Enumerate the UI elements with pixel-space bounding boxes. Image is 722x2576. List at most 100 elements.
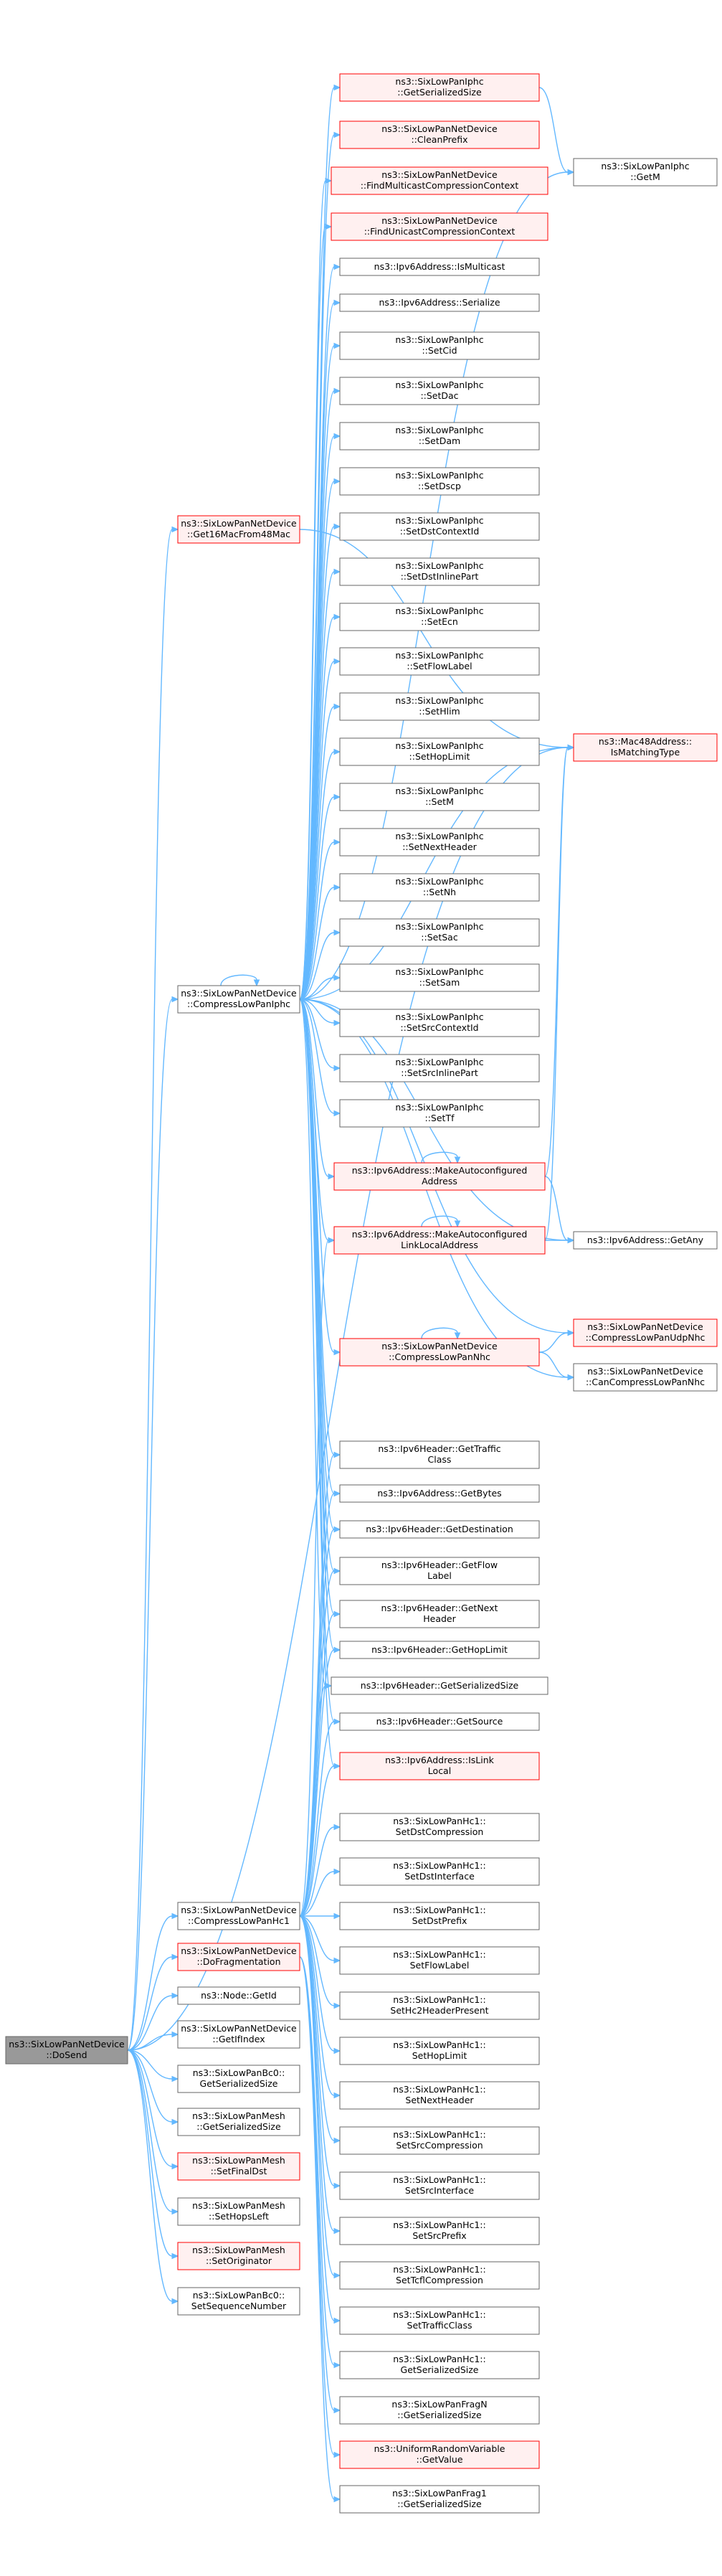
- function-node-sethlim[interactable]: ns3::SixLowPanIphc::SetHlim: [339, 692, 540, 721]
- node-label: ns3::SixLowPanIphc: [395, 876, 483, 887]
- function-node-getdest[interactable]: ns3::Ipv6Header::GetDestination: [339, 1520, 540, 1539]
- call-edge: [127, 1953, 179, 2051]
- function-node-urvgetvalue[interactable]: ns3::UniformRandomVariable::GetValue: [339, 2440, 540, 2469]
- function-node-hc1settraffic[interactable]: ns3::SixLowPanHc1::SetTrafficClass: [339, 2306, 540, 2335]
- function-node-setsam[interactable]: ns3::SixLowPanIphc::SetSam: [339, 963, 540, 992]
- function-node-setflowlabel[interactable]: ns3::SixLowPanIphc::SetFlowLabel: [339, 647, 540, 676]
- function-node-clnhc[interactable]: ns3::SixLowPanNetDevice::CompressLowPanN…: [339, 1338, 540, 1367]
- function-node-getifindex[interactable]: ns3::SixLowPanNetDevice::GetIfIndex: [177, 2020, 300, 2049]
- edge-arrowhead: [333, 2002, 341, 2009]
- node-label: ::SetDam: [419, 435, 460, 446]
- function-node-cancompress[interactable]: ns3::SixLowPanNetDevice::CanCompressLowP…: [573, 1363, 718, 1392]
- function-node-getsersize[interactable]: ns3::Ipv6Header::GetSerializedSize: [331, 1676, 548, 1695]
- node-box: [339, 2351, 540, 2379]
- edge-arrowhead: [333, 929, 341, 936]
- node-label: ns3::Ipv6Header::GetFlow: [381, 1560, 498, 1570]
- call-edge: [299, 793, 341, 1000]
- function-node-setdstctx[interactable]: ns3::SixLowPanIphc::SetDstContextId: [339, 512, 540, 541]
- function-node-dosend[interactable]: ns3::SixLowPanNetDevice::DoSend: [5, 2036, 128, 2065]
- function-node-meshsize[interactable]: ns3::SixLowPanMesh::GetSerializedSize: [177, 2108, 300, 2136]
- function-node-nodegetid[interactable]: ns3::Node::GetId: [177, 1986, 300, 2005]
- function-node-hc1sethc2[interactable]: ns3::SixLowPanHc1::SetHc2HeaderPresent: [339, 1991, 540, 2020]
- node-label: SetSequenceNumber: [191, 2301, 287, 2311]
- function-node-setsrcinline[interactable]: ns3::SixLowPanIphc::SetSrcInlinePart: [339, 1054, 540, 1082]
- function-node-setseqnum[interactable]: ns3::SixLowPanBc0::SetSequenceNumber: [177, 2287, 300, 2316]
- call-edge: [299, 1915, 341, 2054]
- function-node-getbytes[interactable]: ns3::Ipv6Address::GetBytes: [339, 1484, 540, 1503]
- function-node-sethoplimit[interactable]: ns3::SixLowPanIphc::SetHopLimit: [339, 737, 540, 766]
- node-label: ::GetIfIndex: [212, 2034, 265, 2044]
- function-node-findmulti[interactable]: ns3::SixLowPanNetDevice::FindMulticastCo…: [331, 166, 548, 195]
- function-node-getsource[interactable]: ns3::Ipv6Header::GetSource: [339, 1712, 540, 1731]
- function-node-hc1sethop[interactable]: ns3::SixLowPanHc1::SetHopLimit: [339, 2037, 540, 2065]
- edge-arrowhead: [333, 1110, 341, 1117]
- function-node-clhc1[interactable]: ns3::SixLowPanNetDevice::CompressLowPanH…: [177, 1902, 300, 1930]
- function-node-getm[interactable]: ns3::SixLowPanIphc::GetM: [573, 158, 718, 187]
- function-node-setfinaldst[interactable]: ns3::SixLowPanMesh::SetFinalDst: [177, 2152, 300, 2181]
- function-node-hc1setsrcif[interactable]: ns3::SixLowPanHc1::SetSrcInterface: [339, 2171, 540, 2200]
- function-node-getany[interactable]: ns3::Ipv6Address::GetAny: [573, 1231, 718, 1250]
- function-node-setsrcctx[interactable]: ns3::SixLowPanIphc::SetSrcContextId: [339, 1009, 540, 1037]
- function-node-hc1setdstcomp[interactable]: ns3::SixLowPanHc1::SetDstCompression: [339, 1813, 540, 1841]
- function-node-frag1size[interactable]: ns3::SixLowPanFrag1::GetSerializedSize: [339, 2485, 540, 2514]
- function-node-makeautoll[interactable]: ns3::Ipv6Address::MakeAutoconfiguredLink…: [333, 1226, 546, 1255]
- function-node-setdam[interactable]: ns3::SixLowPanIphc::SetDam: [339, 422, 540, 450]
- function-node-dofrag[interactable]: ns3::SixLowPanNetDevice::DoFragmentation: [177, 1943, 300, 1971]
- function-node-setsac[interactable]: ns3::SixLowPanIphc::SetSac: [339, 918, 540, 947]
- function-node-makeauto[interactable]: ns3::Ipv6Address::MakeAutoconfiguredAddr…: [333, 1162, 546, 1191]
- node-label: ns3::SixLowPanIphc: [395, 334, 483, 345]
- function-node-settf[interactable]: ns3::SixLowPanIphc::SetTf: [339, 1099, 540, 1128]
- function-node-setdac[interactable]: ns3::SixLowPanIphc::SetDac: [339, 377, 540, 405]
- node-label: Address: [422, 1176, 457, 1186]
- node-box: [5, 2036, 128, 2065]
- function-node-hc1setsrccomp[interactable]: ns3::SixLowPanHc1::SetSrcCompression: [339, 2126, 540, 2155]
- node-label: ns3::SixLowPanFragN: [391, 2399, 487, 2410]
- function-node-bc0size[interactable]: ns3::SixLowPanBc0::GetSerializedSize: [177, 2065, 300, 2093]
- function-node-get16[interactable]: ns3::SixLowPanNetDevice::Get16MacFrom48M…: [177, 515, 300, 544]
- function-node-hc1settcl[interactable]: ns3::SixLowPanHc1::SetTcflCompression: [339, 2261, 540, 2290]
- function-node-hc1setflow[interactable]: ns3::SixLowPanHc1::SetFlowLabel: [339, 1946, 540, 1975]
- function-node-setm[interactable]: ns3::SixLowPanIphc::SetM: [339, 783, 540, 811]
- node-label: ns3::SixLowPanNetDevice: [181, 518, 297, 529]
- call-edge: [299, 1915, 341, 2009]
- call-edge: [299, 223, 333, 1000]
- node-label: Header: [423, 1613, 456, 1624]
- function-node-finduni[interactable]: ns3::SixLowPanNetDevice::FindUnicastComp…: [331, 212, 548, 241]
- edge-line: [299, 932, 335, 1000]
- function-node-setnh[interactable]: ns3::SixLowPanIphc::SetNh: [339, 873, 540, 902]
- function-node-cleanprefix[interactable]: ns3::SixLowPanNetDevice::CleanPrefix: [339, 121, 540, 149]
- function-node-cliphc[interactable]: ns3::SixLowPanNetDevice::CompressLowPanI…: [177, 985, 300, 1014]
- function-node-hc1setdstpre[interactable]: ns3::SixLowPanHc1::SetDstPrefix: [339, 1902, 540, 1930]
- call-edge: [421, 1151, 461, 1164]
- node-label: ns3::SixLowPanMesh: [192, 2245, 285, 2255]
- function-node-hc1setnext[interactable]: ns3::SixLowPanHc1::SetNextHeader: [339, 2081, 540, 2110]
- function-node-cludpnhc[interactable]: ns3::SixLowPanNetDevice::CompressLowPanU…: [573, 1318, 718, 1347]
- function-node-setoriginator[interactable]: ns3::SixLowPanMesh::SetOriginator: [177, 2242, 300, 2270]
- function-node-ismatching[interactable]: ns3::Mac48Address::IsMatchingType: [573, 733, 718, 762]
- function-node-hc1getsize[interactable]: ns3::SixLowPanHc1::GetSerializedSize: [339, 2351, 540, 2379]
- function-node-gethoplimit[interactable]: ns3::Ipv6Header::GetHopLimit: [339, 1641, 540, 1659]
- function-node-fragnsize[interactable]: ns3::SixLowPanFragN::GetSerializedSize: [339, 2396, 540, 2425]
- node-box: [333, 1226, 546, 1255]
- node-label: ns3::SixLowPanNetDevice: [381, 1341, 498, 1351]
- function-node-ismulticast[interactable]: ns3::Ipv6Address::IsMulticast: [339, 258, 540, 276]
- function-node-iphcsersize[interactable]: ns3::SixLowPanIphc::GetSerializedSize: [339, 73, 540, 102]
- edge-arrowhead: [171, 2252, 179, 2260]
- function-node-hc1setsrcpre[interactable]: ns3::SixLowPanHc1::SetSrcPrefix: [339, 2217, 540, 2245]
- function-node-setcid[interactable]: ns3::SixLowPanIphc::SetCid: [339, 331, 540, 360]
- function-node-setdstinline[interactable]: ns3::SixLowPanIphc::SetDstInlinePart: [339, 557, 540, 586]
- function-node-setecn[interactable]: ns3::SixLowPanIphc::SetEcn: [339, 603, 540, 631]
- node-box: [177, 1986, 300, 2005]
- node-box: [339, 331, 540, 360]
- node-label: ns3::SixLowPanBc0::: [193, 2290, 285, 2301]
- edge-line: [299, 706, 335, 1000]
- function-node-setnextheader[interactable]: ns3::SixLowPanIphc::SetNextHeader: [339, 828, 540, 857]
- function-node-sethopsleft[interactable]: ns3::SixLowPanMesh::SetHopsLeft: [177, 2197, 300, 2226]
- function-node-hc1setdstif[interactable]: ns3::SixLowPanHc1::SetDstInterface: [339, 1857, 540, 1886]
- function-node-setdscp[interactable]: ns3::SixLowPanIphc::SetDscp: [339, 467, 540, 496]
- function-node-serialize[interactable]: ns3::Ipv6Address::Serialize: [339, 293, 540, 312]
